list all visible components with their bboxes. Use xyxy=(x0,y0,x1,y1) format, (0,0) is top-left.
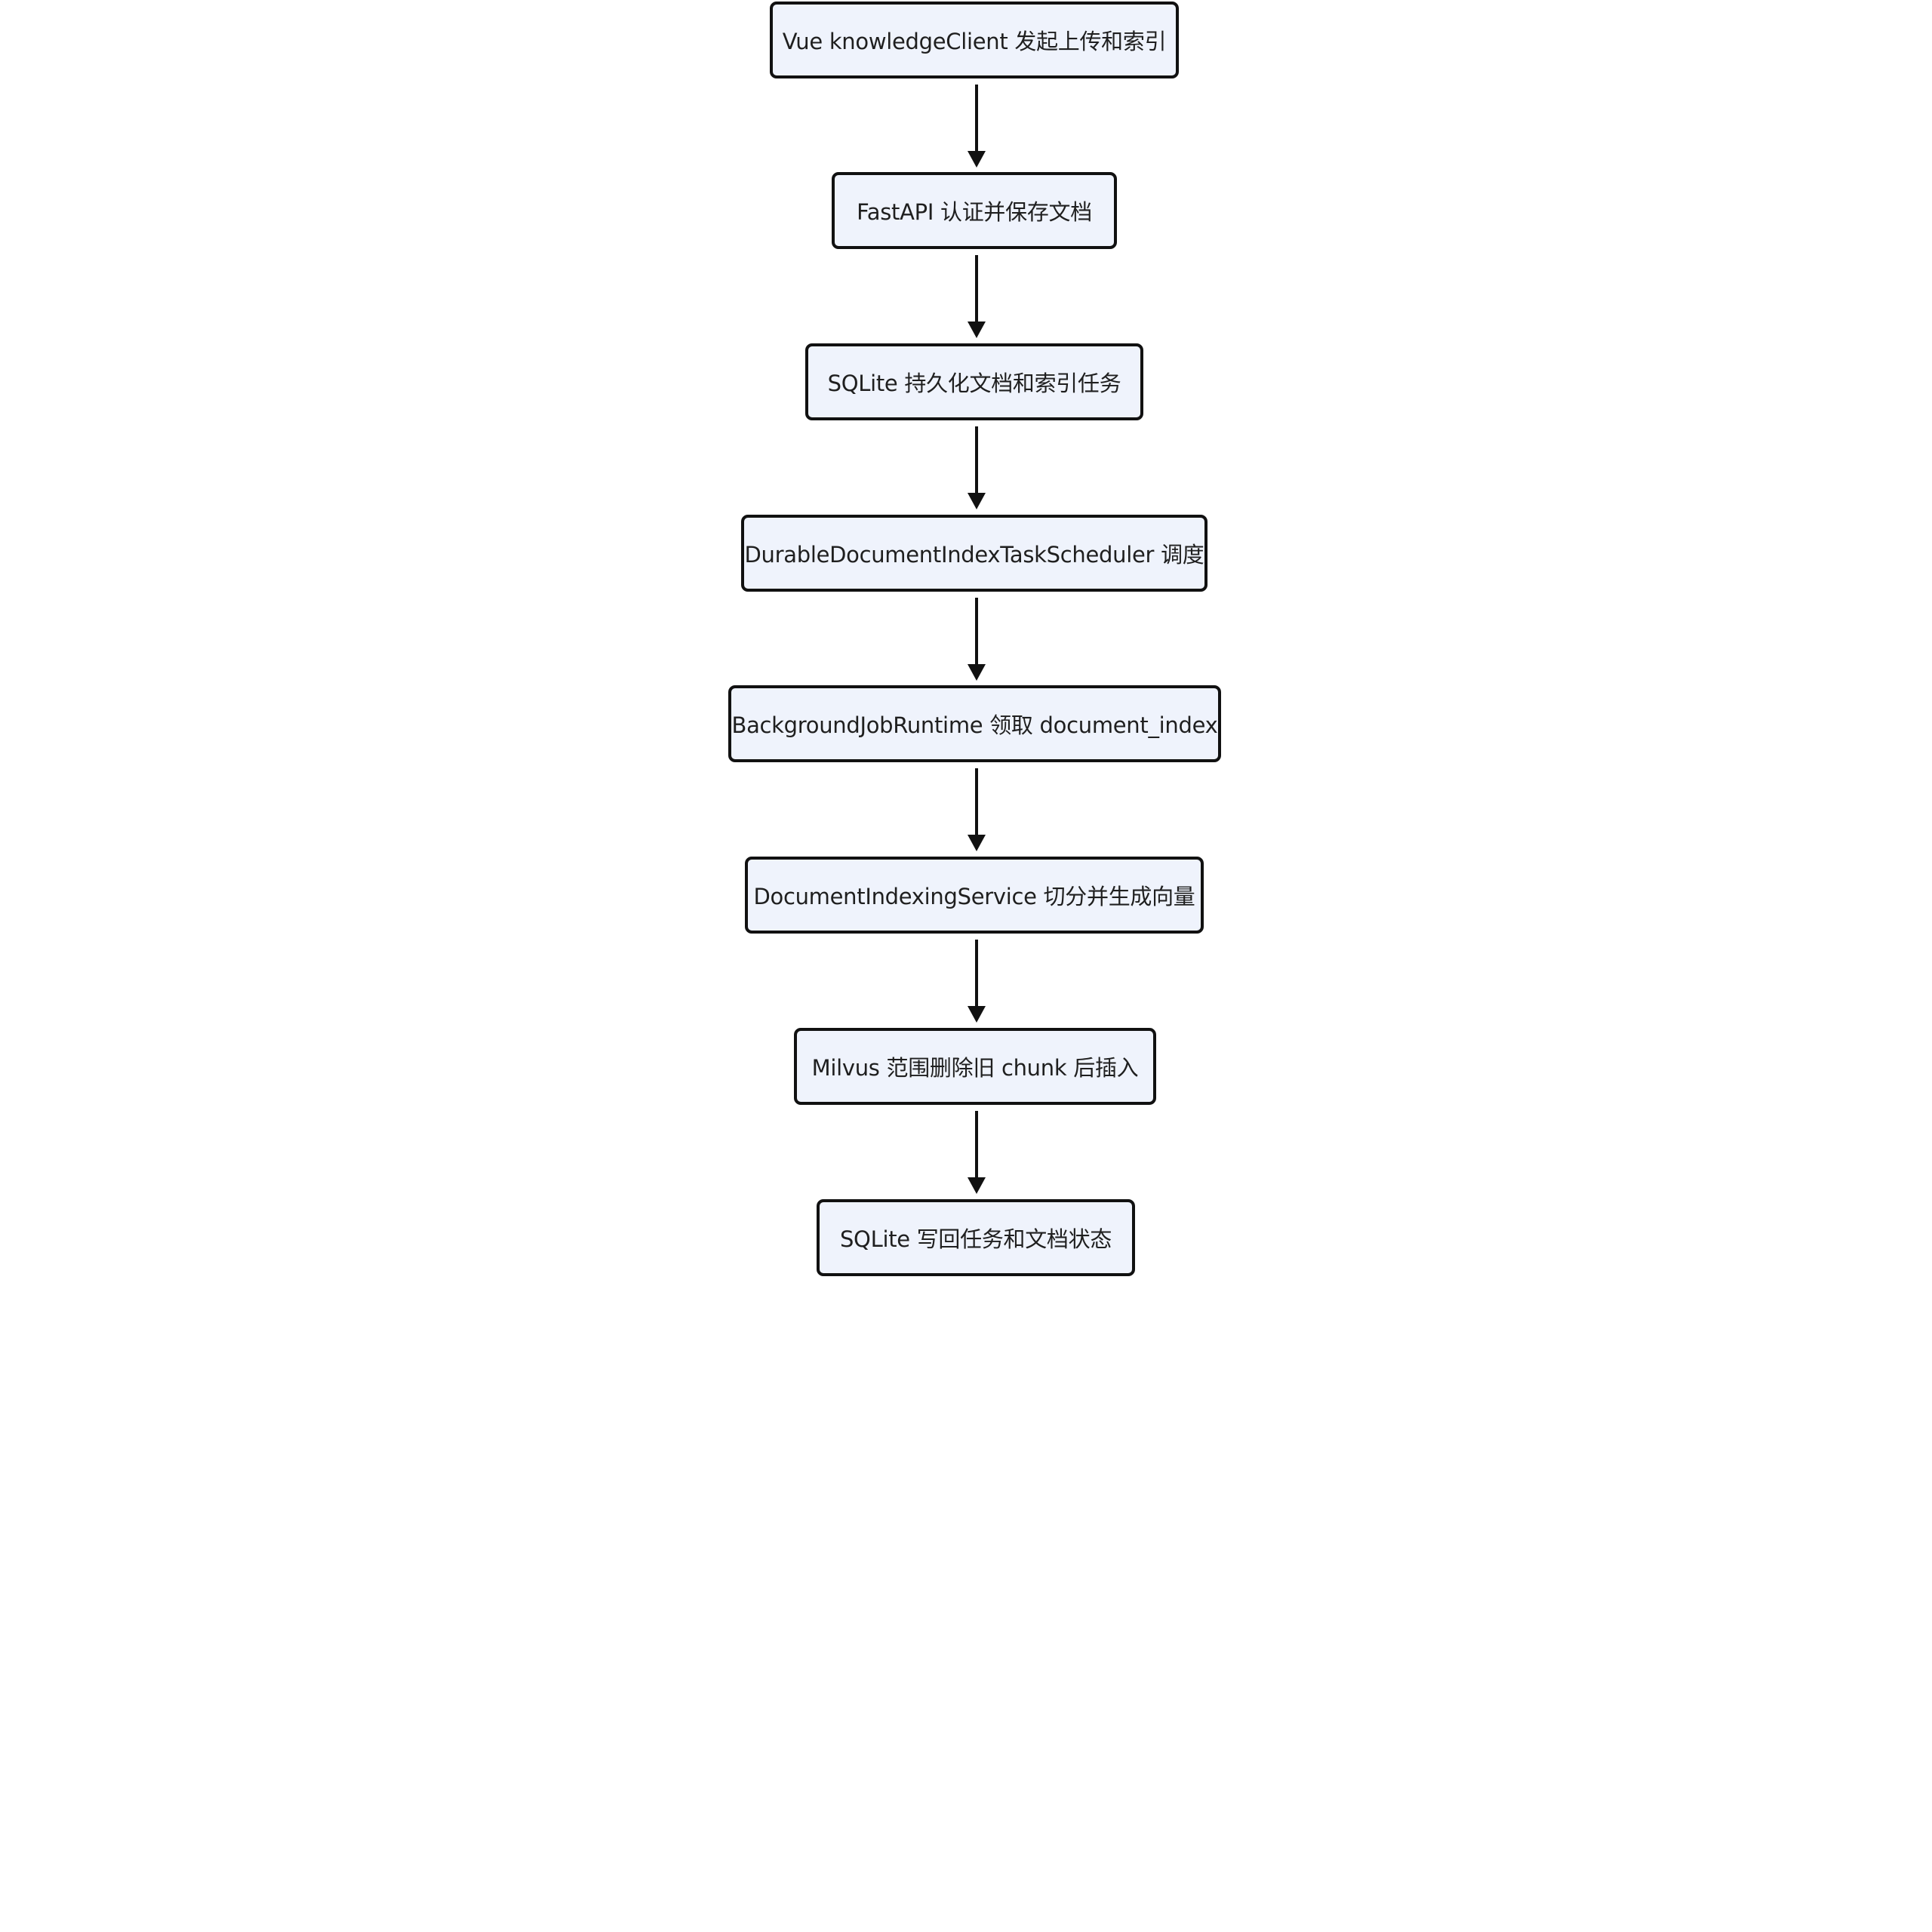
arrowhead-icon xyxy=(968,321,986,338)
flow-node-fastapi: FastAPI 认证并保存文档 xyxy=(832,172,1117,249)
flow-node-indexing-service: DocumentIndexingService 切分并生成向量 xyxy=(745,857,1204,934)
arrowhead-icon xyxy=(968,1006,986,1023)
arrowhead-icon xyxy=(968,835,986,851)
arrowhead-icon xyxy=(968,1177,986,1194)
arrowhead-icon xyxy=(968,151,986,168)
flow-arrow-4 xyxy=(968,598,986,681)
flow-arrow-5 xyxy=(968,768,986,851)
flow-node-scheduler: DurableDocumentIndexTaskScheduler 调度 xyxy=(741,515,1208,592)
flow-arrow-2 xyxy=(968,255,986,338)
flow-arrow-3 xyxy=(968,426,986,509)
flow-node-sqlite-persist: SQLite 持久化文档和索引任务 xyxy=(805,343,1143,420)
flow-node-vue-client: Vue knowledgeClient 发起上传和索引 xyxy=(770,2,1179,78)
flow-arrow-6 xyxy=(968,940,986,1023)
flow-node-milvus: Milvus 范围删除旧 chunk 后插入 xyxy=(794,1028,1156,1105)
flow-node-sqlite-writeback: SQLite 写回任务和文档状态 xyxy=(817,1199,1135,1276)
arrowhead-icon xyxy=(968,493,986,509)
flow-arrow-7 xyxy=(968,1111,986,1194)
arrowhead-icon xyxy=(968,664,986,681)
flow-arrow-1 xyxy=(968,85,986,168)
flow-node-background-runtime: BackgroundJobRuntime 领取 document_index xyxy=(728,685,1221,762)
